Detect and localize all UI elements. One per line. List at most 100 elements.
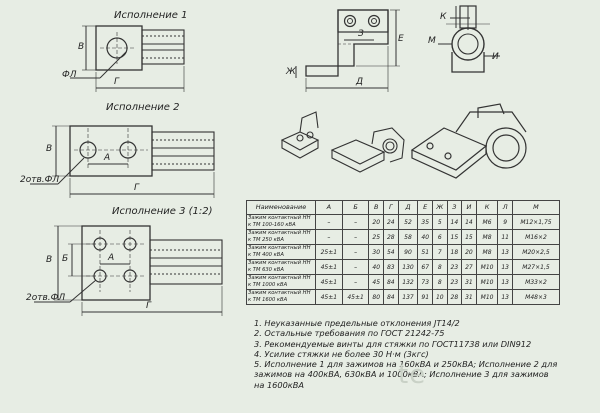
table-cell: 6: [431, 229, 448, 245]
dim-side-zh3: З: [358, 29, 364, 39]
table-cell: 28: [383, 229, 399, 245]
col-header: А: [315, 200, 343, 215]
table-cell: 54: [383, 244, 399, 260]
note-line: зажимов на 400кВА, 630кВА и 1000кВА; Исп…: [254, 369, 549, 380]
table-cell: 58: [397, 229, 419, 245]
table-cell: М10: [475, 259, 499, 275]
variant2-view: [30, 125, 215, 198]
table-cell: М10: [475, 274, 499, 290]
table-cell: 40: [368, 259, 385, 275]
col-header: Наименование: [246, 200, 316, 215]
table-cell: М8: [475, 244, 499, 260]
col-header: Л: [497, 200, 513, 215]
table-cell: 80: [368, 289, 385, 305]
dim-v3-g: Г: [146, 301, 152, 311]
side-view: [295, 9, 400, 92]
table-cell: –: [315, 229, 343, 245]
table-cell: М27×1,5: [511, 259, 561, 275]
table-header-row: Наименование А Б В Г Д Е Ж З И К Л М: [246, 200, 561, 215]
col-header: Е: [417, 200, 433, 215]
table-row: Зажим контактный НН к ТМ 100-160 кВА––20…: [246, 214, 561, 230]
col-header: Б: [341, 200, 370, 215]
table-cell: 31: [461, 274, 477, 290]
table-cell: –: [341, 229, 370, 245]
col-header: Ж: [431, 200, 448, 215]
note-line: 2. Остальные требования по ГОСТ 21242-75: [254, 328, 445, 339]
table-cell: 132: [397, 274, 419, 290]
spec-table-grid: Наименование А Б В Г Д Е Ж З И К Л М Заж…: [246, 200, 561, 305]
table-cell: 84: [383, 289, 399, 305]
dim-v1-g: Г: [114, 77, 120, 87]
table-cell: 51: [417, 244, 433, 260]
note-line: 3. Рекомендуемые винты для стяжки по ГОС…: [254, 338, 532, 349]
table-cell: 40: [417, 229, 433, 245]
table-cell: 20: [368, 214, 385, 230]
dim-v3-b6: Б: [62, 254, 69, 264]
table-cell: 45±1: [315, 259, 343, 275]
table-cell: 45±1: [341, 289, 370, 305]
table-cell: 14: [446, 214, 463, 230]
table-cell: –: [315, 214, 343, 230]
table-cell: 83: [383, 259, 399, 275]
table-cell: 18: [446, 244, 463, 260]
table-cell: 15: [446, 229, 463, 245]
dim-v3-a: А: [108, 253, 115, 263]
table-cell: 13: [497, 274, 513, 290]
table-cell: 27: [461, 259, 477, 275]
table-cell: 45: [368, 274, 385, 290]
notes-block: 1. Неуказанные предельные отклонения JT1…: [254, 318, 594, 390]
table-cell: 8: [431, 259, 448, 275]
dim-v1-b: В: [78, 42, 85, 52]
table-cell: 91: [417, 289, 433, 305]
dim-side-d: Д: [356, 77, 364, 87]
row-name-cell: Зажим контактный НН к ТМ 1000 кВА: [246, 274, 316, 290]
table-cell: 13: [497, 244, 513, 260]
table-cell: 45±1: [315, 289, 343, 305]
col-header: Д: [397, 200, 419, 215]
table-cell: 30: [368, 244, 385, 260]
variant3-view: [34, 225, 223, 316]
table-cell: М20×2,5: [511, 244, 561, 260]
dim-end-i: И: [492, 52, 499, 62]
table-cell: М10: [475, 289, 499, 305]
dim-side-z: Ж: [286, 67, 296, 77]
row-name-cell: Зажим контактный НН к ТМ 630 кВА: [246, 259, 316, 275]
dim-v2-holes: 2отв.ФЛ: [20, 175, 60, 185]
table-cell: 13: [497, 289, 513, 305]
table-cell: 15: [461, 229, 477, 245]
dim-end-m: М: [428, 36, 436, 46]
table-cell: 14: [461, 214, 477, 230]
table-cell: 5: [431, 214, 448, 230]
table-cell: М12×1,75: [511, 214, 561, 230]
col-header: В: [368, 200, 385, 215]
table-cell: –: [341, 259, 370, 275]
dim-side-e: Е: [398, 34, 404, 44]
variant1-view: [70, 25, 185, 92]
dim-v2-g: Г: [134, 183, 140, 193]
dim-v3-b: В: [46, 255, 53, 265]
table-cell: 8: [431, 274, 448, 290]
watermark: te: [398, 360, 427, 390]
table-cell: 13: [497, 259, 513, 275]
dim-end-k: К: [440, 12, 447, 22]
table-cell: 20: [461, 244, 477, 260]
iso-large: [410, 103, 527, 179]
table-cell: М33×2: [511, 274, 561, 290]
table-cell: 23: [446, 259, 463, 275]
variant2-title: Исполнение 2: [106, 102, 180, 113]
row-name-cell: Зажим контактный НН к ТМ 1600 кВА: [246, 289, 316, 305]
table-cell: 9: [497, 214, 513, 230]
row-name-cell: Зажим контактный НН к ТМ 250 кВА: [246, 229, 316, 245]
table-cell: 25: [368, 229, 385, 245]
note-line: 5. Исполнение 1 для зажимов на 160кВА и …: [254, 359, 558, 370]
table-cell: 84: [383, 274, 399, 290]
table-cell: 11: [497, 229, 513, 245]
table-cell: 23: [446, 274, 463, 290]
iso-small: [280, 111, 320, 159]
col-header: И: [461, 200, 477, 215]
table-cell: М16×2: [511, 229, 561, 245]
